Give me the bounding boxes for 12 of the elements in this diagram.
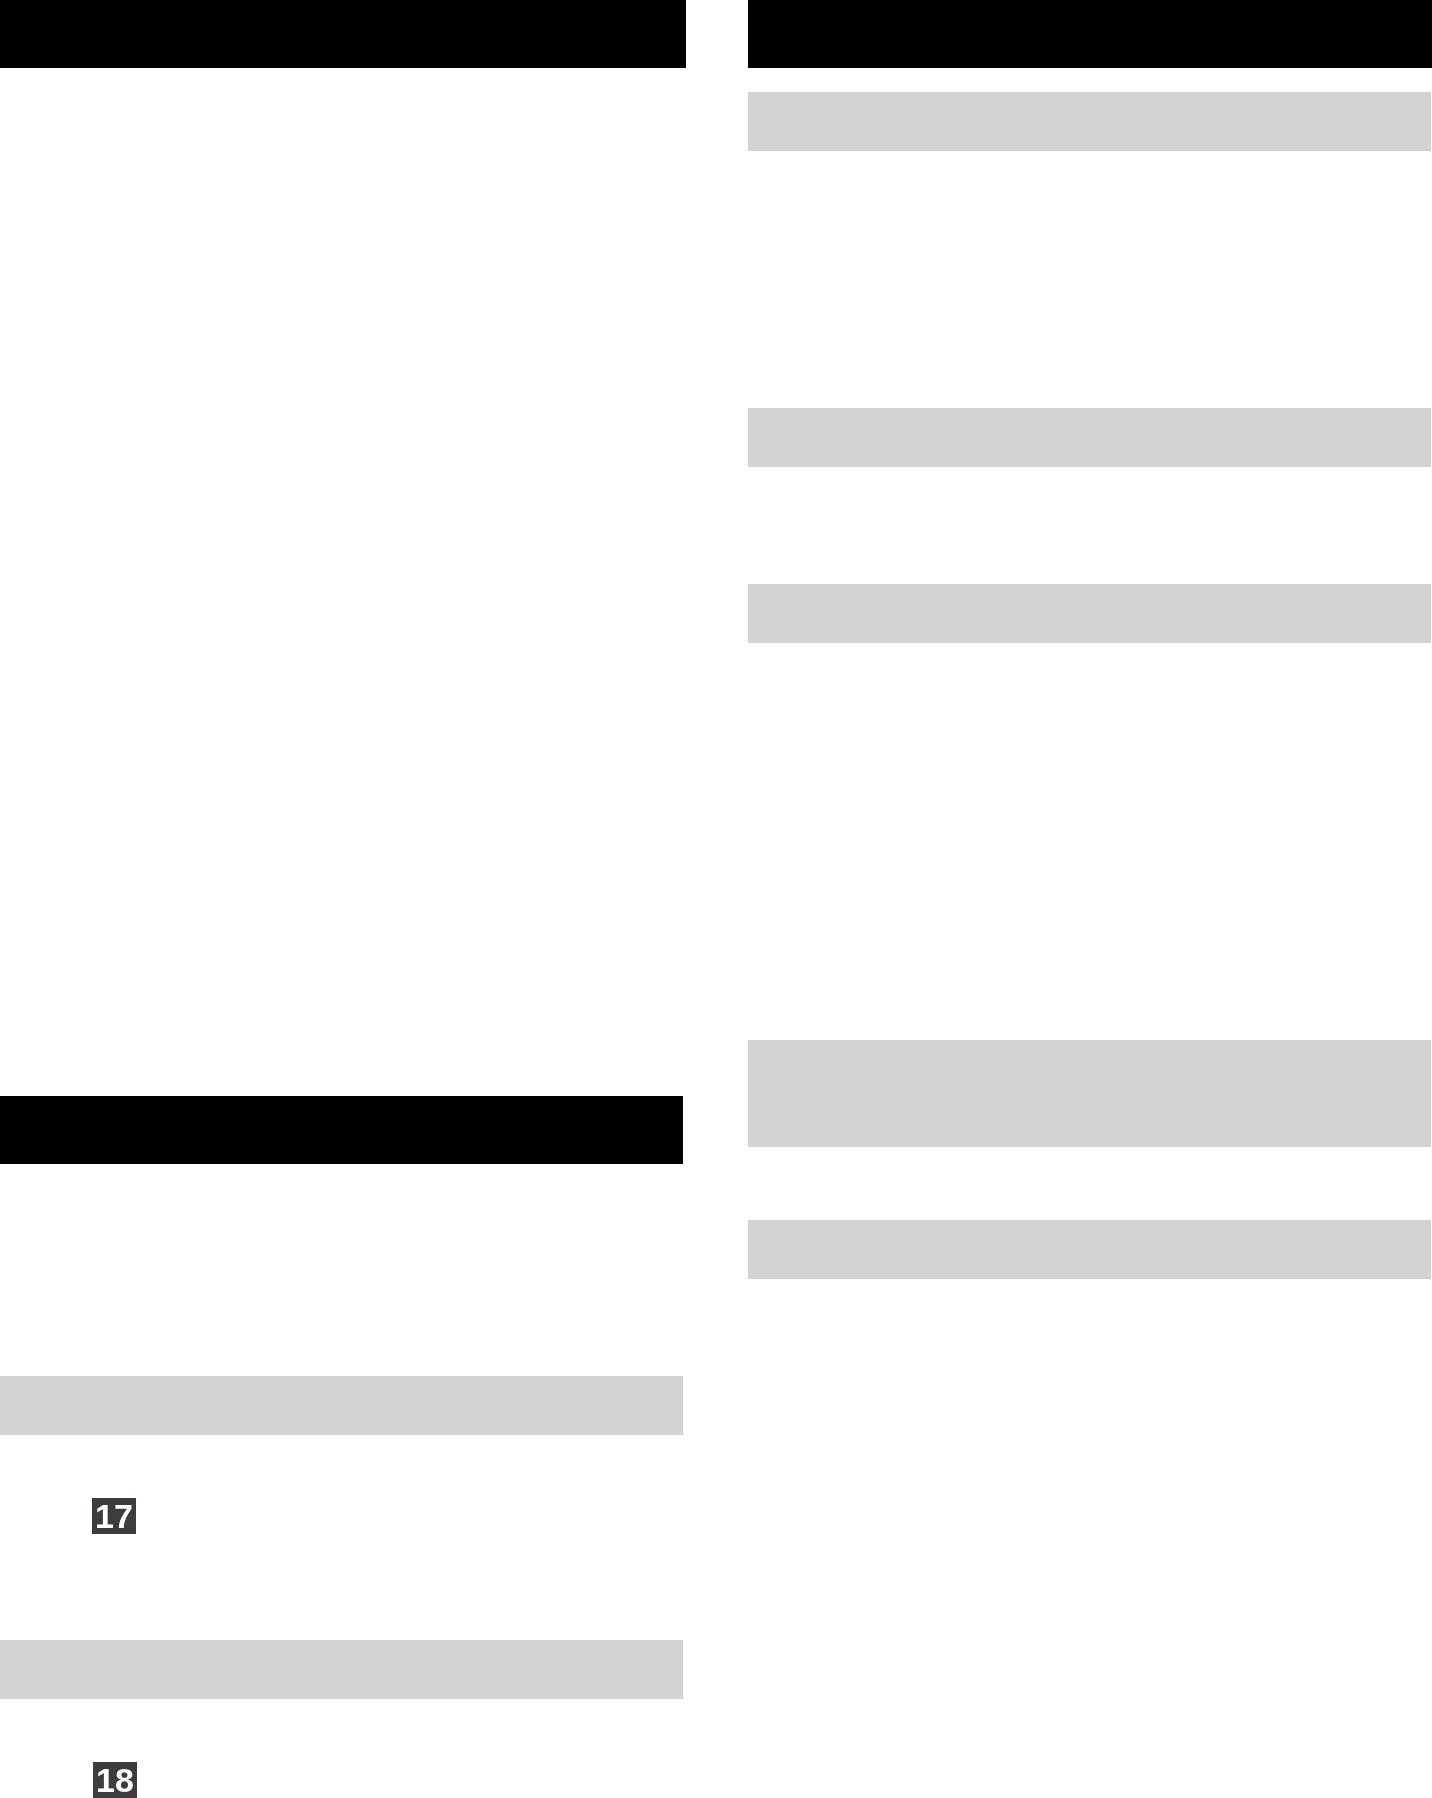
section-header-bar xyxy=(748,0,1432,68)
callout-number: 18 xyxy=(93,1762,137,1798)
section-header-bar xyxy=(0,0,686,68)
section-header-bar xyxy=(0,1096,683,1164)
subheading-bar xyxy=(748,92,1431,151)
subheading-bar xyxy=(748,1220,1431,1279)
subheading-bar xyxy=(0,1640,683,1699)
subheading-bar xyxy=(748,408,1431,467)
subheading-bar xyxy=(0,1376,683,1435)
subheading-bar xyxy=(748,584,1431,643)
callout-number: 17 xyxy=(92,1498,136,1534)
subheading-bar xyxy=(748,1040,1431,1147)
